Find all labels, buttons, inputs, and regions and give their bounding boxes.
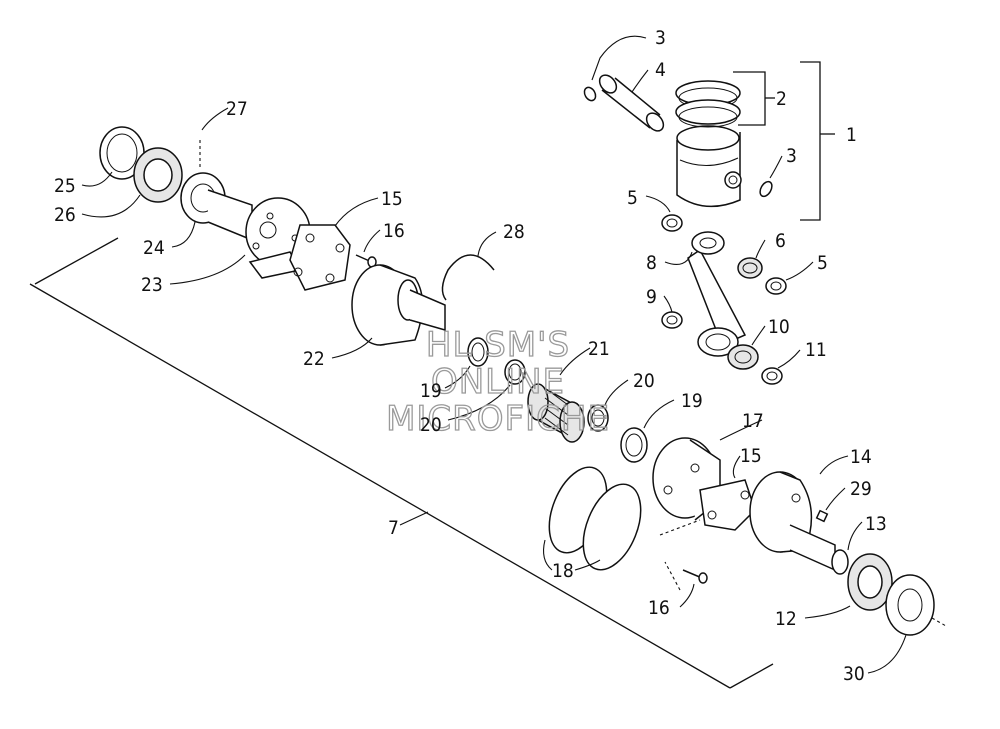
callout-2: 2 [776,88,787,110]
callout-16-upper: 16 [383,220,405,242]
callout-18: 18 [552,560,574,582]
watermark: HL SM'S ONLINE MICROFICHE [385,324,610,439]
snap-ring-28 [441,254,495,301]
right-plate-15 [699,479,756,531]
small-screw-upper [355,254,377,268]
callout-3-right: 3 [786,145,797,167]
small-screw-lower [682,569,708,584]
woodruff-key-29 [815,509,829,523]
callout-7: 7 [388,517,399,539]
callout-6: 6 [775,230,786,252]
callout-5-left: 5 [627,187,638,209]
callout-17: 17 [742,410,764,432]
piston-bracket [733,61,835,221]
callout-19-right: 19 [681,390,703,412]
callout-13: 13 [865,513,887,535]
callout-1: 1 [846,124,857,146]
right-crank-web-14 [749,471,836,572]
piston-pin [598,74,665,132]
thrust-washers-rod [661,214,787,385]
connecting-rod [687,231,747,357]
center-crank-web [351,264,446,346]
center-gear-21 [527,383,585,443]
callout-27: 27 [226,98,248,120]
left-flywheel-plate [289,224,351,291]
right-bearing-12 [847,553,893,611]
callout-26: 26 [54,204,76,226]
callout-15-upper: 15 [381,188,403,210]
callout-15-lower: 15 [740,445,762,467]
callout-29: 29 [850,478,872,500]
center-washers-19-20 [467,337,648,463]
watermark-line-1: HL SM'S [426,325,570,365]
callout-20-left: 20 [420,414,442,436]
callout-24: 24 [143,237,165,259]
callout-12: 12 [775,608,797,630]
callout-20-right: 20 [633,370,655,392]
alignment-dashes [199,140,701,591]
callout-25: 25 [54,175,76,197]
left-bearing [133,147,183,203]
callout-22: 22 [303,348,325,370]
callout-8: 8 [646,252,657,274]
piston-part [676,125,742,208]
right-oil-seal-30 [885,574,947,636]
callout-10: 10 [768,316,790,338]
watermark-line-3: MICROFICHE [386,399,610,439]
callout-5-right: 5 [817,252,828,274]
callout-11: 11 [805,339,827,361]
callout-labels: 1 2 3 3 4 5 5 6 7 8 9 10 11 12 13 14 15 … [54,27,887,685]
callout-4: 4 [655,59,666,81]
assembly-bracket-7 [29,237,774,689]
callout-28: 28 [503,221,525,243]
snap-ring-13 [831,549,849,575]
callout-3-top: 3 [655,27,666,49]
callout-9: 9 [646,286,657,308]
callout-16-lower: 16 [648,597,670,619]
watermark-line-2: ONLINE [431,362,565,402]
callout-23: 23 [141,274,163,296]
callout-19-left: 19 [420,380,442,402]
callout-14: 14 [850,446,872,468]
needle-bearing-large [727,344,759,370]
callout-30: 30 [843,663,865,685]
piston-ring-set [675,80,741,128]
needle-bearing-small [737,257,763,279]
leader-lines [81,35,907,674]
callout-21: 21 [588,338,610,360]
pin-circlip-upper [583,86,773,198]
large-rings-18 [548,466,642,571]
